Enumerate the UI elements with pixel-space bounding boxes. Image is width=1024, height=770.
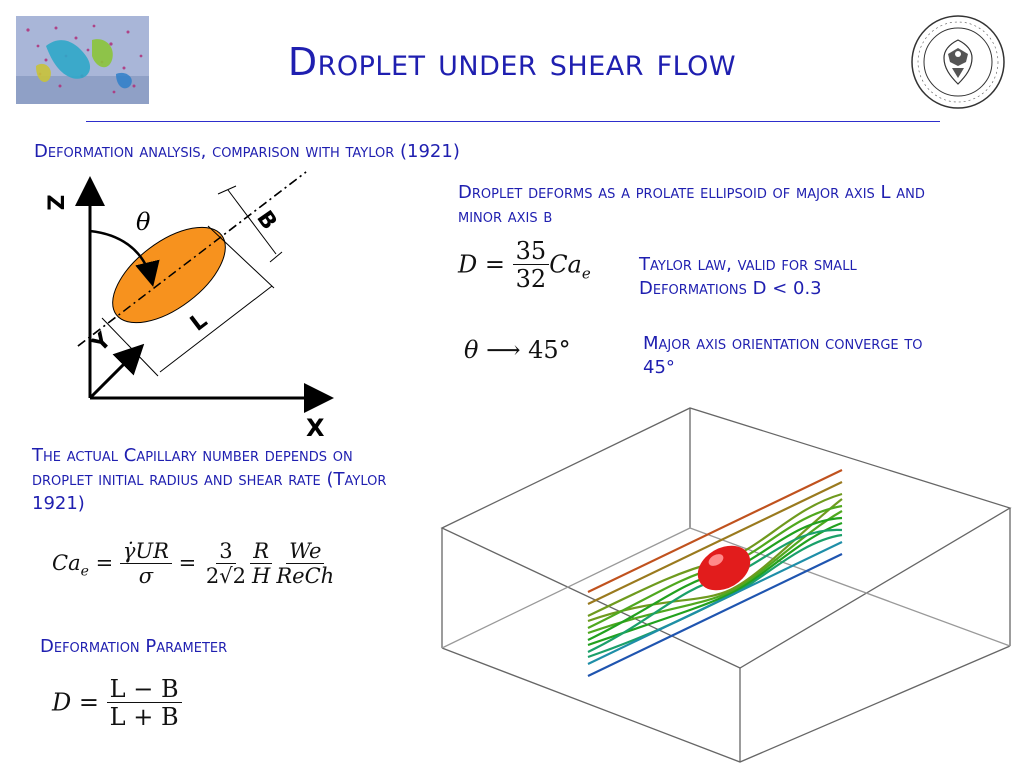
page-title: Droplet under shear flow xyxy=(287,40,737,84)
orientation-formula: θ ⟶ 45° xyxy=(464,336,571,364)
taylor-law-text: Taylor law, valid for small Deformations… xyxy=(639,254,857,299)
streamline xyxy=(587,541,843,665)
section-heading: Deformation analysis, comparison with ta… xyxy=(34,141,460,162)
y-axis xyxy=(88,343,145,400)
droplet-geometry-diagram: Z X Y θ B L xyxy=(40,168,350,448)
theta-arc xyxy=(89,229,160,287)
capillary-description: The actual Capillary number depends on d… xyxy=(32,445,387,514)
axis-z-label: Z xyxy=(41,194,67,211)
simulation-3d-render xyxy=(430,400,1020,766)
left-logo-thumbnail xyxy=(16,16,149,104)
red-droplet xyxy=(697,545,751,591)
deformation-parameter-heading: Deformation Parameter xyxy=(40,636,228,657)
streamline xyxy=(587,481,843,605)
streamline xyxy=(587,498,843,623)
ellipsoid-description: Droplet deforms as a prolate ellipsoid o… xyxy=(458,182,925,227)
droplet-ellipse xyxy=(112,226,226,324)
orientation-text: Major axis orientation converge to 45° xyxy=(643,333,923,378)
header-divider xyxy=(86,121,940,122)
streamline xyxy=(587,553,843,677)
streamline xyxy=(587,469,843,593)
axis-x-label: X xyxy=(306,414,325,442)
streamline xyxy=(587,521,843,647)
streamline xyxy=(587,510,843,635)
university-seal-logo xyxy=(910,14,1006,110)
theta-label: θ xyxy=(136,208,151,236)
